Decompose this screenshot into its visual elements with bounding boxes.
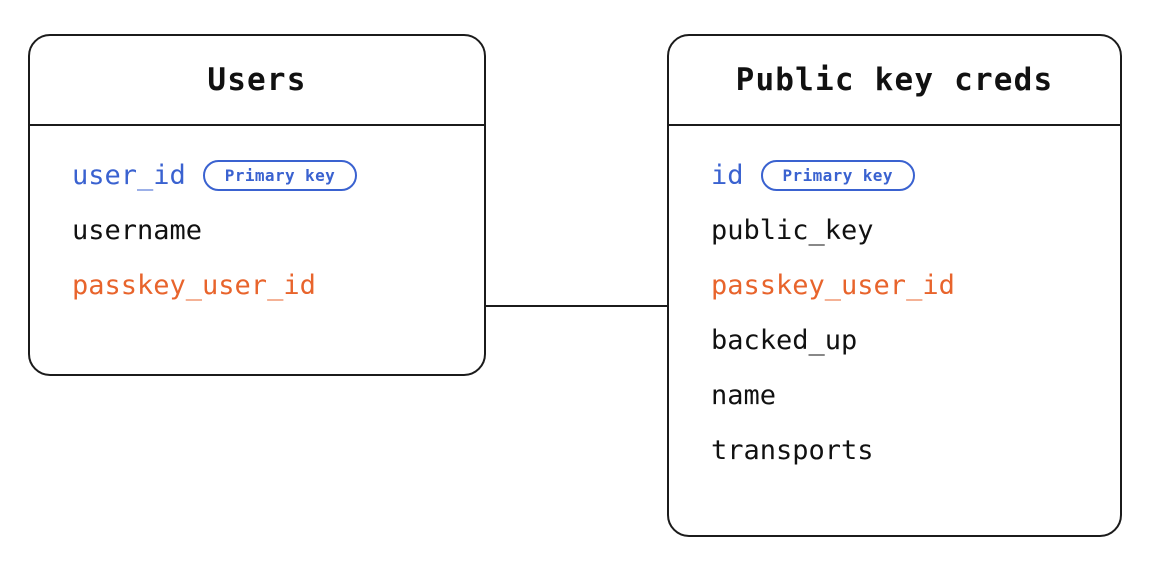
field-name-passkey-user-id: passkey_user_id bbox=[72, 270, 316, 301]
field-name-public-key: public_key bbox=[711, 215, 874, 246]
field-name-backed-up: backed_up bbox=[711, 325, 858, 356]
primary-key-badge: Primary key bbox=[760, 160, 915, 191]
field-row-backed-up[interactable]: backed_up bbox=[669, 313, 1120, 368]
field-row-passkey-user-id[interactable]: passkey_user_id bbox=[669, 258, 1120, 313]
primary-key-badge-label: Primary key bbox=[224, 165, 336, 185]
entity-title-public-key-creds: Public key creds bbox=[735, 61, 1054, 98]
entity-header-public-key-creds: Public key creds bbox=[669, 36, 1120, 126]
field-row-user-id[interactable]: user_id Primary key bbox=[30, 148, 484, 203]
field-name-transports: transports bbox=[711, 435, 874, 466]
field-name-name: name bbox=[711, 380, 777, 411]
entity-field-list-users: user_id Primary key username passkey_use… bbox=[30, 126, 484, 313]
relationship-connector-line[interactable] bbox=[484, 305, 669, 307]
primary-key-badge-label: Primary key bbox=[782, 165, 893, 185]
entity-field-list-public-key-creds: id Primary key public_key passkey_user_i… bbox=[669, 126, 1120, 478]
field-name-id: id bbox=[711, 160, 744, 191]
entity-card-users[interactable]: Users user_id Primary key username passk… bbox=[28, 34, 486, 376]
field-name-username: username bbox=[72, 215, 203, 246]
field-row-transports[interactable]: transports bbox=[669, 423, 1120, 478]
field-row-username[interactable]: username bbox=[30, 203, 484, 258]
field-name-passkey-user-id: passkey_user_id bbox=[711, 270, 955, 301]
field-row-name[interactable]: name bbox=[669, 368, 1120, 423]
field-name-user-id: user_id bbox=[72, 160, 186, 191]
field-row-id[interactable]: id Primary key bbox=[669, 148, 1120, 203]
primary-key-badge: Primary key bbox=[202, 160, 358, 191]
entity-card-public-key-creds[interactable]: Public key creds id Primary key public_k… bbox=[667, 34, 1122, 537]
field-row-public-key[interactable]: public_key bbox=[669, 203, 1120, 258]
field-row-passkey-user-id[interactable]: passkey_user_id bbox=[30, 258, 484, 313]
entity-header-users: Users bbox=[30, 36, 484, 126]
entity-title-users: Users bbox=[207, 61, 307, 98]
